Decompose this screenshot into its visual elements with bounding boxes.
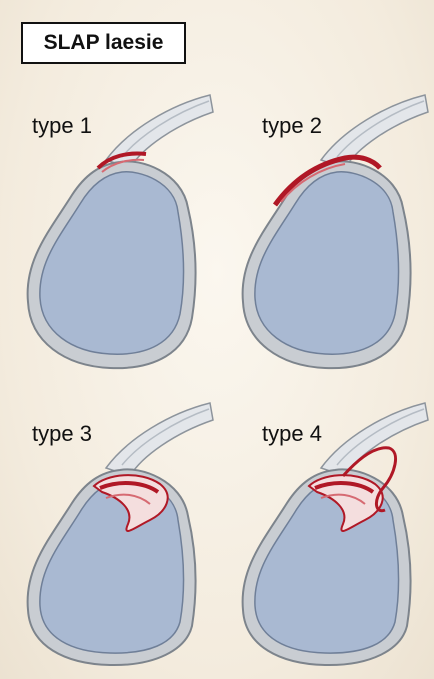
figure-title: SLAP laesie [21, 22, 186, 64]
panel-type-1 [10, 80, 215, 380]
glenoid-surface [40, 172, 184, 354]
panel-type-2 [225, 80, 430, 380]
panel-type-3 [10, 388, 215, 673]
glenoid-type-2-drawing [225, 80, 430, 380]
glenoid-type-1-drawing [10, 80, 215, 380]
glenoid-type-3-drawing [10, 388, 215, 673]
panel-type-4 [225, 388, 430, 673]
glenoid-type-4-drawing [225, 388, 430, 673]
